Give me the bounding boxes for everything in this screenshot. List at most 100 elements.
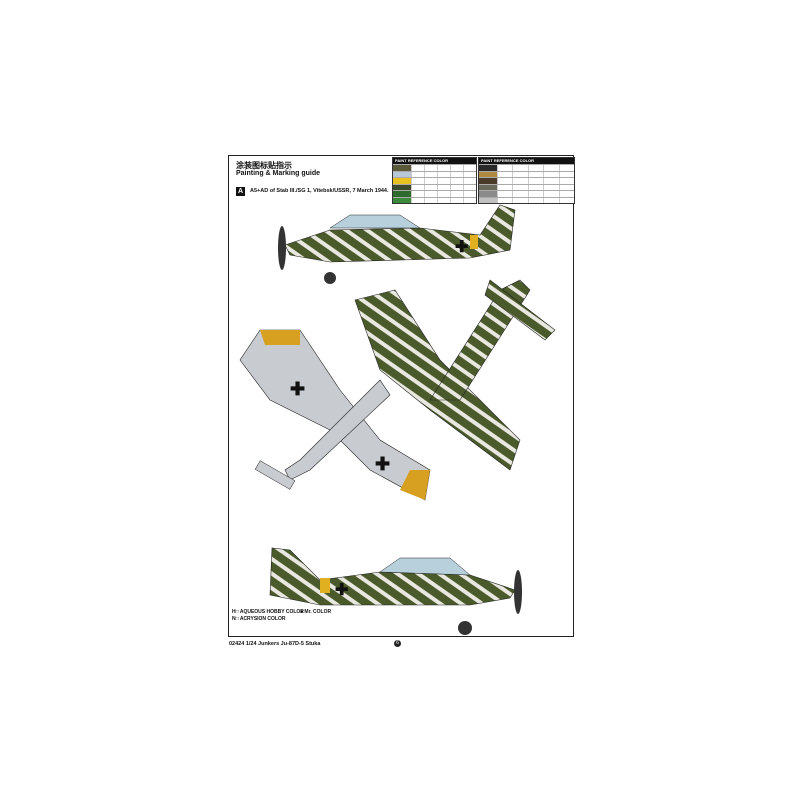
table-cell (558, 165, 574, 171)
scheme-letter: A (236, 187, 245, 196)
table-cell (437, 165, 450, 171)
table-cell (543, 171, 558, 177)
table-cell (450, 191, 463, 197)
table-cell (463, 178, 476, 184)
svg-text:✚: ✚ (455, 239, 468, 256)
table-cell (543, 197, 558, 203)
table-header: PAINT REFERENCE COLOR (479, 158, 574, 164)
table-cell (527, 197, 543, 203)
table-cell (558, 184, 574, 190)
table-cell (543, 165, 558, 171)
table-cell (450, 178, 463, 184)
table-cell (437, 184, 450, 190)
color-swatch (479, 178, 497, 184)
color-swatch (393, 165, 411, 171)
table-cell (411, 191, 424, 197)
table-row (393, 170, 476, 177)
color-swatch (479, 197, 497, 203)
color-swatch (393, 171, 411, 177)
table-cell (424, 191, 437, 197)
table-header: PAINT REFERENCE COLOR (393, 158, 476, 164)
footer-product: 02424 1/24 Junkers Ju-87D-5 Stuka (229, 641, 321, 647)
table-cell (512, 197, 527, 203)
color-swatch (479, 184, 497, 190)
table-row (479, 170, 574, 177)
table-cell (450, 165, 463, 171)
planform-top-left: ✚ ✚ (239, 329, 431, 501)
table-row (393, 196, 476, 203)
paint-table-1: PAINT REFERENCE COLOR (392, 157, 477, 204)
table-cell (450, 171, 463, 177)
table-cell (527, 171, 543, 177)
table-cell (512, 178, 527, 184)
color-swatch (479, 165, 497, 171)
table-cell (437, 191, 450, 197)
table-cell (527, 165, 543, 171)
table-cell (463, 171, 476, 177)
table-cell (512, 184, 527, 190)
page-number: 6 (394, 640, 401, 647)
table-cell (424, 178, 437, 184)
color-swatch (393, 184, 411, 190)
table-cell (497, 184, 512, 190)
table-cell (527, 178, 543, 184)
table-cell (512, 171, 527, 177)
table-cell (424, 184, 437, 190)
table-row (479, 190, 574, 197)
table-cell (424, 197, 437, 203)
table-cell (463, 184, 476, 190)
table-row (393, 164, 476, 171)
color-swatch (393, 197, 411, 203)
color-swatch (393, 191, 411, 197)
table-cell (512, 165, 527, 171)
side-view-top: ✚ (278, 204, 516, 284)
table-row (479, 177, 574, 184)
table-cell (543, 178, 558, 184)
color-swatch (479, 171, 497, 177)
svg-text:✚: ✚ (290, 379, 305, 399)
table-cell (558, 171, 574, 177)
table-cell (437, 171, 450, 177)
table-row (393, 190, 476, 197)
side-view-bottom: ✚ (269, 547, 522, 635)
table-cell (527, 191, 543, 197)
table-cell (497, 191, 512, 197)
legend-hobby: H□ AQUEOUS HOBBY COLOR (232, 609, 304, 615)
table-cell (411, 184, 424, 190)
title-english: Painting & Marking guide (236, 170, 321, 177)
title-chinese: 涂装图标贴指示 (236, 161, 292, 170)
table-row (393, 183, 476, 190)
table-cell (543, 184, 558, 190)
table-cell (497, 178, 512, 184)
table-cell (437, 197, 450, 203)
table-cell (463, 191, 476, 197)
svg-text:✚: ✚ (335, 582, 348, 599)
table-cell (424, 165, 437, 171)
table-cell (424, 171, 437, 177)
svg-text:✚: ✚ (375, 454, 390, 474)
color-swatch (393, 178, 411, 184)
table-row (479, 183, 574, 190)
table-cell (450, 197, 463, 203)
scheme-description: A5+AD of Stab III./SG 1, Vitebsk/USSR, 7… (250, 188, 389, 194)
paint-table-2: PAINT REFERENCE COLOR (478, 157, 575, 204)
color-swatch (479, 191, 497, 197)
table-cell (558, 197, 574, 203)
guide-frame (228, 155, 574, 637)
table-cell (497, 165, 512, 171)
legend-acrysion: N□ ACRYSION COLOR (232, 616, 286, 622)
table-cell (411, 178, 424, 184)
table-row (393, 177, 476, 184)
table-row (479, 196, 574, 203)
table-cell (558, 191, 574, 197)
legend-mr-color: ■ Mr. COLOR (300, 609, 332, 615)
table-cell (558, 178, 574, 184)
table-cell (497, 171, 512, 177)
planform-top-right (354, 279, 556, 471)
table-row (479, 164, 574, 171)
table-cell (463, 165, 476, 171)
table-cell (411, 197, 424, 203)
table-cell (411, 171, 424, 177)
table-cell (497, 197, 512, 203)
